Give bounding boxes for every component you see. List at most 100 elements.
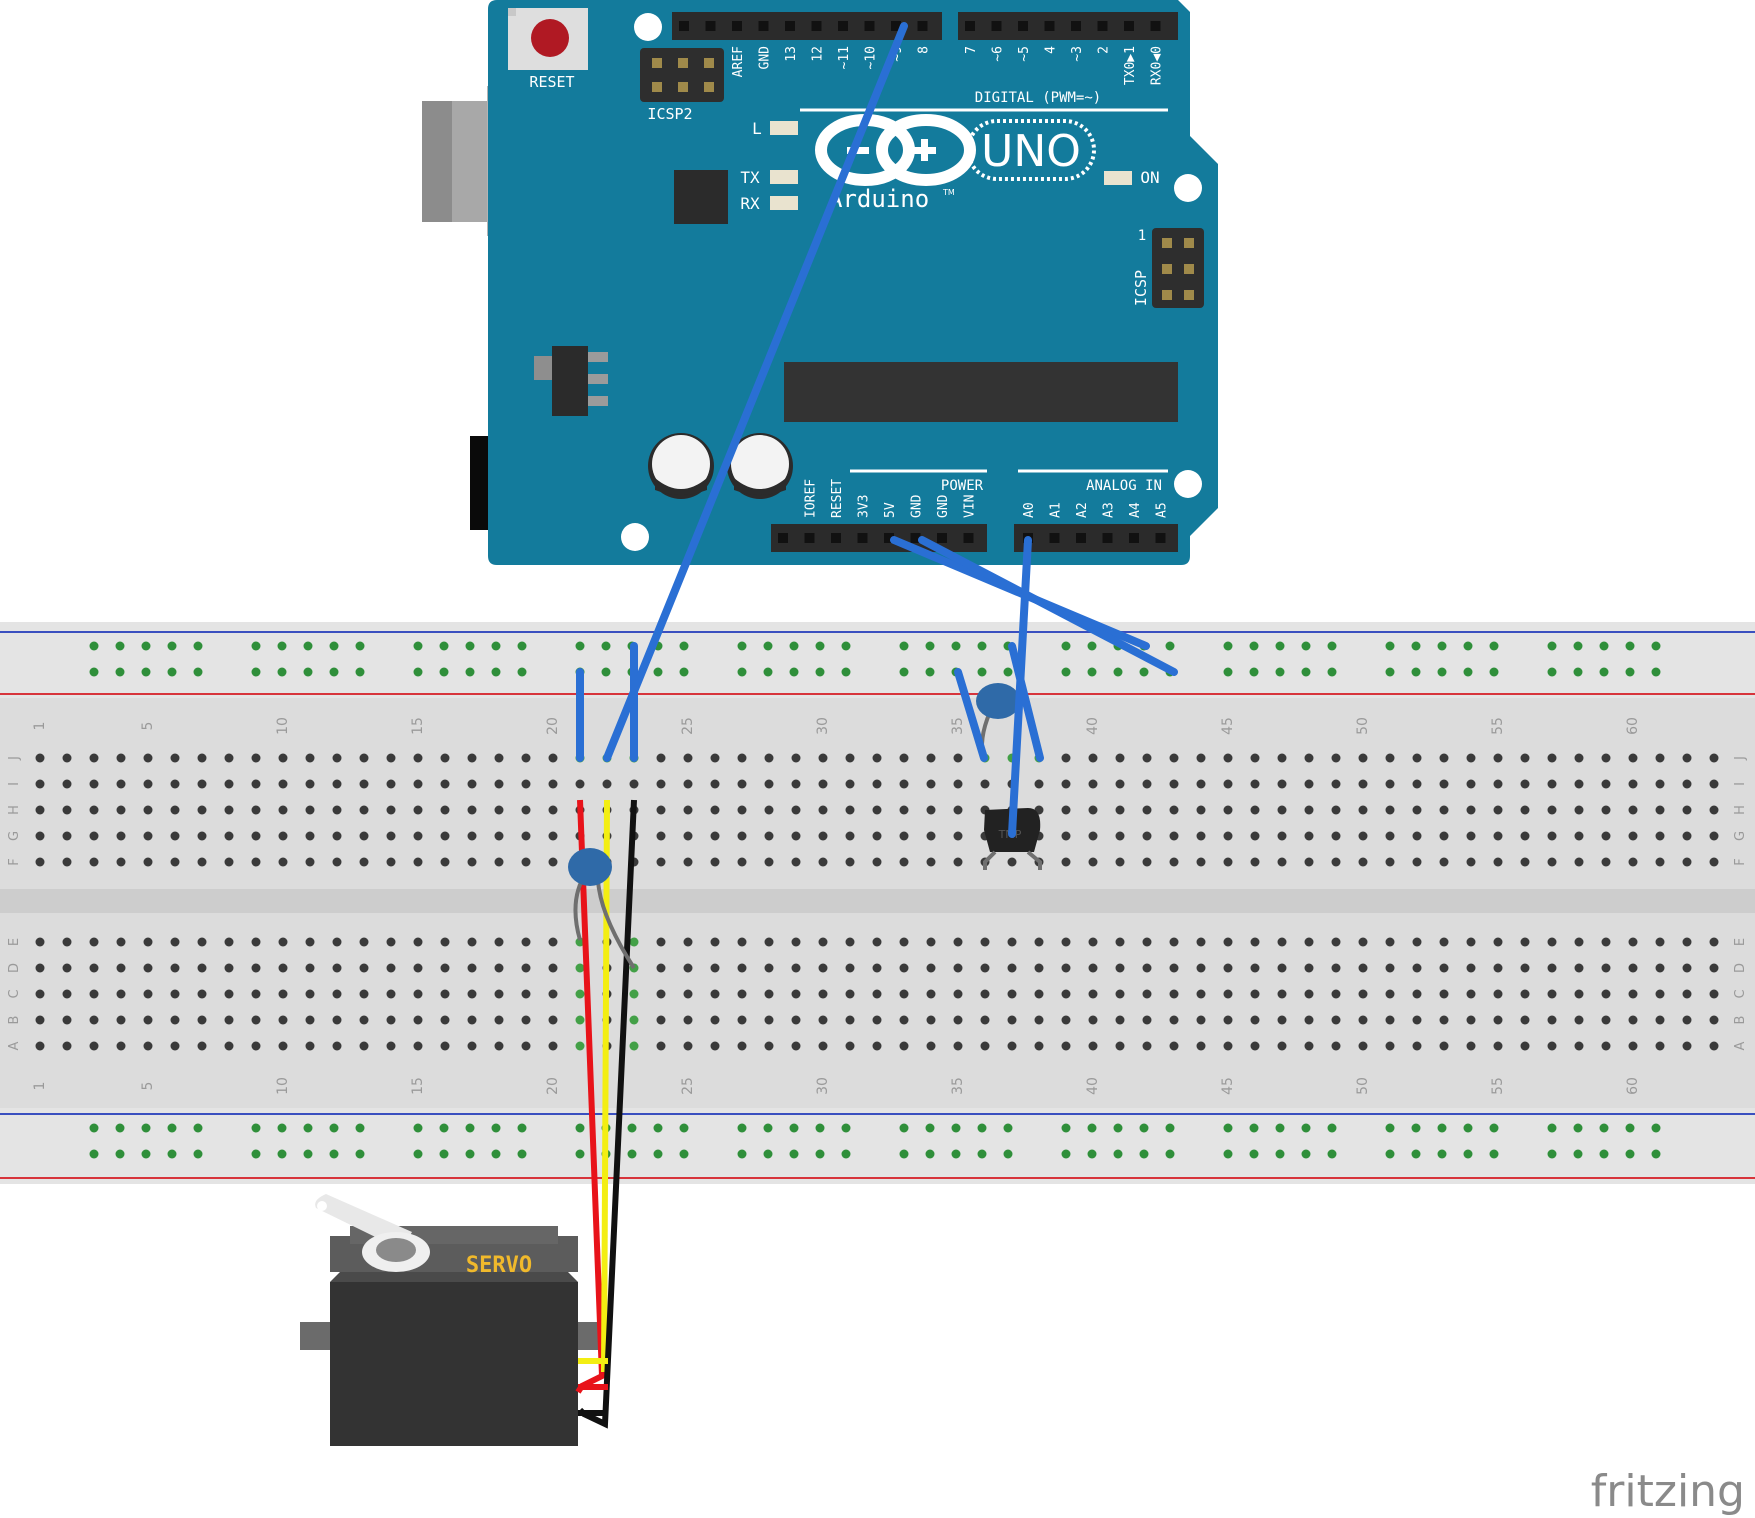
header-socket [758, 21, 769, 31]
breadboard-hole [359, 937, 369, 947]
breadboard-hole [656, 805, 666, 815]
digital-pin-label: 4 [1044, 46, 1059, 54]
breadboard-hole [845, 805, 855, 815]
servo-body [330, 1282, 578, 1446]
analog-pin-label: A1 [1049, 502, 1064, 518]
breadboard-hole [1439, 857, 1449, 867]
breadboard-hole [1169, 753, 1179, 763]
rail-hole [601, 667, 611, 677]
breadboard-hole [1682, 989, 1692, 999]
breadboard-hole [170, 937, 180, 947]
breadboard-hole [818, 805, 828, 815]
breadboard-hole [1250, 831, 1260, 841]
breadboard-hole [548, 753, 558, 763]
header-pin [1184, 238, 1194, 248]
breadboard-hole [1439, 779, 1449, 789]
breadboard-hole [575, 1015, 585, 1025]
rail-hole [1249, 1149, 1259, 1159]
breadboard-hole [170, 1015, 180, 1025]
breadboard-hole [305, 779, 315, 789]
breadboard-hole [1304, 779, 1314, 789]
row-label: C [1733, 989, 1748, 998]
header-socket [891, 21, 901, 31]
reset-label: RESET [529, 73, 574, 91]
breadboard-hole [953, 1041, 963, 1051]
breadboard-hole [521, 963, 531, 973]
rail-hole [329, 667, 339, 677]
rail-hole [653, 667, 663, 677]
rail-hole [1651, 641, 1661, 651]
rail-hole [841, 641, 851, 651]
breadboard-hole [305, 937, 315, 947]
rail-hole [303, 667, 313, 677]
header-socket [864, 21, 875, 31]
breadboard-hole [1115, 779, 1125, 789]
breadboard-hole [440, 805, 450, 815]
breadboard-hole [1493, 831, 1503, 841]
breadboard-hole [1088, 937, 1098, 947]
breadboard-hole [1169, 937, 1179, 947]
breadboard-hole [1655, 753, 1665, 763]
breadboard-hole [35, 963, 45, 973]
rail-hole [1437, 641, 1447, 651]
breadboard-hole [1034, 989, 1044, 999]
breadboard-hole [656, 963, 666, 973]
breadboard-hole [1007, 1015, 1017, 1025]
rail-hole [413, 667, 423, 677]
breadboard-hole [629, 1041, 639, 1051]
breadboard-hole [1223, 805, 1233, 815]
breadboard-hole [170, 831, 180, 841]
breadboard-hole [1250, 989, 1260, 999]
breadboard-hole [656, 1015, 666, 1025]
header-pin [1184, 290, 1194, 300]
power-pin-label: 5V [883, 502, 898, 518]
breadboard-hole [575, 1041, 585, 1051]
breadboard-hole [1196, 831, 1206, 841]
breadboard-hole [1439, 1041, 1449, 1051]
breadboard-hole [1439, 989, 1449, 999]
rail-hole [1061, 1149, 1071, 1159]
breadboard-hole [1358, 937, 1368, 947]
breadboard-hole [1142, 753, 1152, 763]
breadboard-hole [764, 1015, 774, 1025]
rail-hole [1249, 1123, 1259, 1133]
breadboard-hole [791, 963, 801, 973]
breadboard-hole [1277, 1041, 1287, 1051]
rail-hole [1139, 667, 1149, 677]
header-socket [705, 21, 716, 31]
row-label: D [1733, 963, 1748, 973]
breadboard-hole [332, 1041, 342, 1051]
breadboard-hole [710, 779, 720, 789]
breadboard-hole [1385, 989, 1395, 999]
arduino-logo: UNO Arduino TM [815, 114, 1096, 213]
breadboard-hole [1142, 779, 1152, 789]
rail-hole [951, 1123, 961, 1133]
breadboard-hole [1520, 1015, 1530, 1025]
rail-hole [1573, 1123, 1583, 1133]
rail-hole [1489, 1123, 1499, 1133]
breadboard-hole [1493, 937, 1503, 947]
breadboard-hole [1493, 857, 1503, 867]
breadboard-hole [1628, 753, 1638, 763]
breadboard-hole [170, 857, 180, 867]
breadboard-hole [89, 779, 99, 789]
breadboard-hole [764, 989, 774, 999]
rail-hole [517, 1149, 527, 1159]
breadboard-hole [1223, 1015, 1233, 1025]
breadboard-hole [494, 989, 504, 999]
breadboard-hole [35, 753, 45, 763]
rail-hole [1249, 641, 1259, 651]
breadboard-hole [791, 1041, 801, 1051]
breadboard-hole [278, 1015, 288, 1025]
breadboard-hole [224, 937, 234, 947]
digital-pin-label: ~6 [991, 46, 1006, 62]
breadboard-hole [1493, 753, 1503, 763]
breadboard-hole [1547, 753, 1557, 763]
icsp2-header [640, 48, 724, 102]
breadboard-hole [170, 753, 180, 763]
breadboard-hole [197, 1041, 207, 1051]
breadboard-hole [845, 1041, 855, 1051]
icsp-pin1-label: 1 [1138, 228, 1146, 244]
breadboard-hole [251, 779, 261, 789]
